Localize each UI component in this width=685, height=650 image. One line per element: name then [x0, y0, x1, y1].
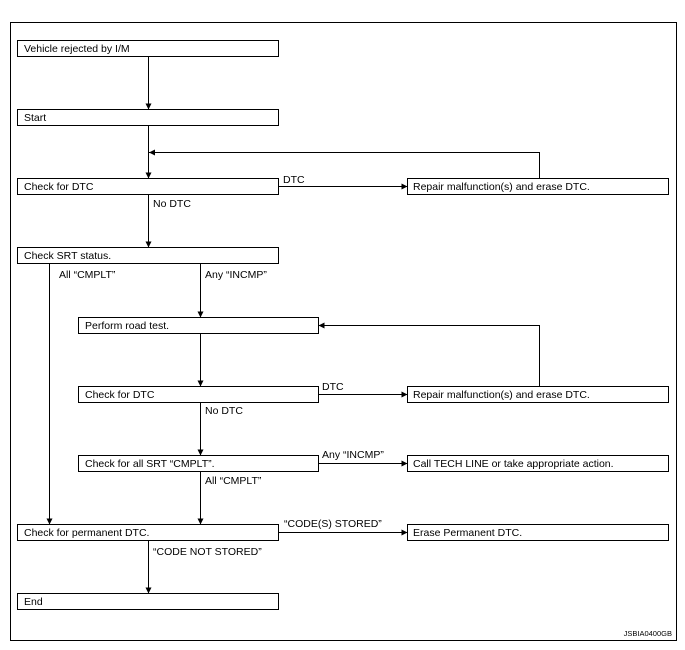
edge-label-any-incmp-2: Any “INCMP”: [322, 449, 384, 461]
edge-label-all-cmplt-1: All “CMPLT”: [59, 269, 116, 281]
node-label: Check for permanent DTC.: [24, 527, 149, 539]
node-box: [78, 386, 319, 403]
arrow-repair-loop-1: [149, 149, 540, 179]
node-box: [407, 178, 669, 195]
node-check-dtc-1: Check for DTC: [17, 178, 279, 195]
diagram-frame: [10, 22, 677, 641]
node-box: [17, 524, 279, 541]
node-repair-1: Repair malfunction(s) and erase DTC.: [407, 178, 669, 195]
node-box: [407, 386, 669, 403]
node-label: Check for all SRT “CMPLT”.: [85, 458, 215, 470]
node-box: [17, 178, 279, 195]
node-box: [17, 109, 279, 126]
node-label: End: [24, 596, 43, 608]
edge-label-dtc-1: DTC: [283, 174, 305, 186]
node-label: Repair malfunction(s) and erase DTC.: [413, 181, 590, 193]
node-check-permanent: Check for permanent DTC.: [17, 524, 279, 541]
edge-label-all-cmplt-2: All “CMPLT”: [205, 475, 262, 487]
node-box: [17, 247, 279, 264]
figure-id: JSBIA0400GB: [624, 629, 672, 638]
node-box: [78, 455, 319, 472]
edge-label-any-incmp-1: Any “INCMP”: [205, 269, 267, 281]
node-road-test: Perform road test.: [78, 317, 319, 334]
edge-label-dtc-2: DTC: [322, 381, 344, 393]
node-erase-permanent: Erase Permanent DTC.: [407, 524, 669, 541]
node-box: [407, 524, 669, 541]
edge-label-no-dtc-1: No DTC: [153, 198, 191, 210]
node-end: End: [17, 593, 279, 610]
node-label: Perform road test.: [85, 320, 169, 332]
node-label: Check for DTC: [85, 389, 155, 401]
node-label: Start: [24, 112, 46, 124]
edge-label-code-not-stored: “CODE NOT STORED”: [153, 546, 262, 558]
node-vehicle-rejected: Vehicle rejected by I/M: [17, 40, 279, 57]
node-box: [407, 455, 669, 472]
edge-label-codes-stored: “CODE(S) STORED”: [284, 518, 382, 530]
node-start: Start: [17, 109, 279, 126]
node-call-tech-line: Call TECH LINE or take appropriate actio…: [407, 455, 669, 472]
arrow-repair-loop-2: [318, 322, 540, 387]
node-box: [78, 317, 319, 334]
node-repair-2: Repair malfunction(s) and erase DTC.: [407, 386, 669, 403]
node-box: [17, 40, 279, 57]
node-label: Call TECH LINE or take appropriate actio…: [413, 458, 614, 470]
edge-label-no-dtc-2: No DTC: [205, 405, 243, 417]
node-label: Vehicle rejected by I/M: [24, 43, 130, 55]
node-check-dtc-2: Check for DTC: [78, 386, 319, 403]
node-label: Check for DTC: [24, 181, 94, 193]
node-check-srt: Check SRT status.: [17, 247, 279, 264]
node-box: [17, 593, 279, 610]
node-check-all-srt: Check for all SRT “CMPLT”.: [78, 455, 319, 472]
node-label: Check SRT status.: [24, 250, 111, 262]
node-label: Erase Permanent DTC.: [413, 527, 522, 539]
node-label: Repair malfunction(s) and erase DTC.: [413, 389, 590, 401]
